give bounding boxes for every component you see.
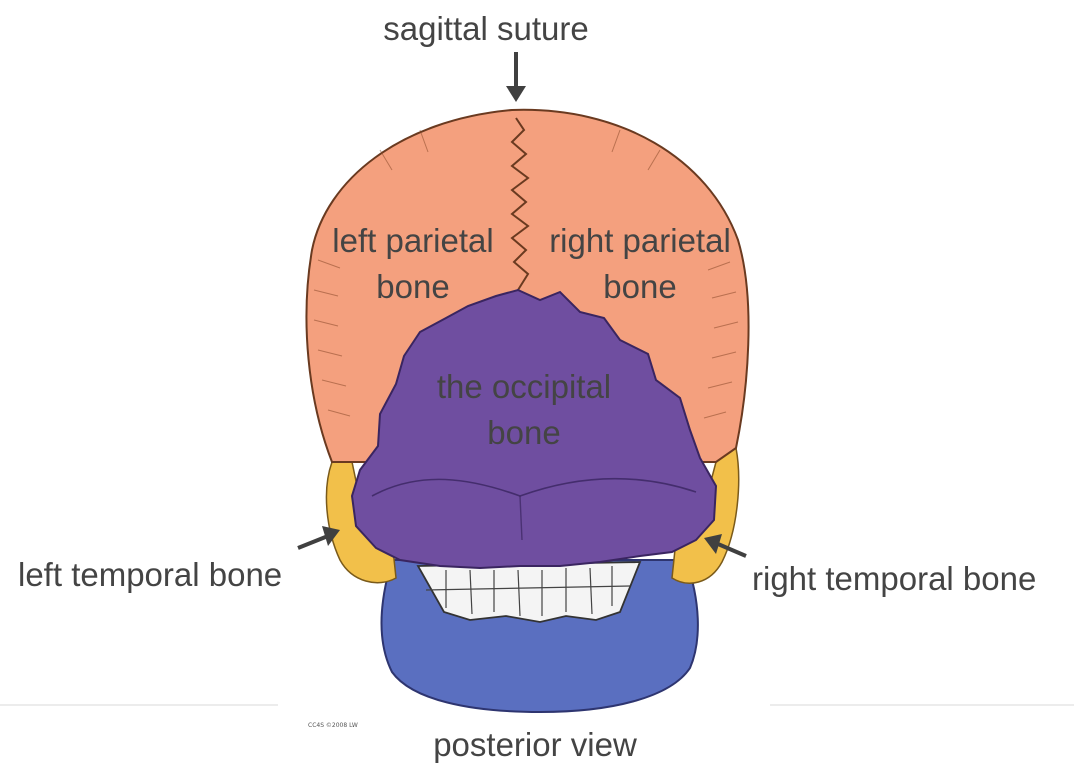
teeth-region — [418, 562, 640, 622]
view-caption: posterior view — [424, 722, 646, 768]
sagittal-arrow — [506, 52, 526, 102]
left-parietal-label-line1: left parietal — [318, 218, 508, 264]
occipital-label-line2: bone — [422, 410, 626, 456]
right-parietal-label-line1: right parietal — [540, 218, 740, 264]
right-temporal-label: right temporal bone — [752, 556, 1062, 602]
sagittal-suture-label: sagittal suture — [378, 6, 594, 52]
right-parietal-label: right parietal bone — [540, 218, 740, 310]
copyright-text: CC4S ©2008 LW — [308, 722, 358, 730]
occipital-label: the occipital bone — [422, 364, 626, 456]
right-parietal-label-line2: bone — [540, 264, 740, 310]
left-parietal-label: left parietal bone — [318, 218, 508, 310]
left-parietal-label-line2: bone — [318, 264, 508, 310]
left-temporal-label: left temporal bone — [18, 552, 308, 598]
occipital-label-line1: the occipital — [422, 364, 626, 410]
